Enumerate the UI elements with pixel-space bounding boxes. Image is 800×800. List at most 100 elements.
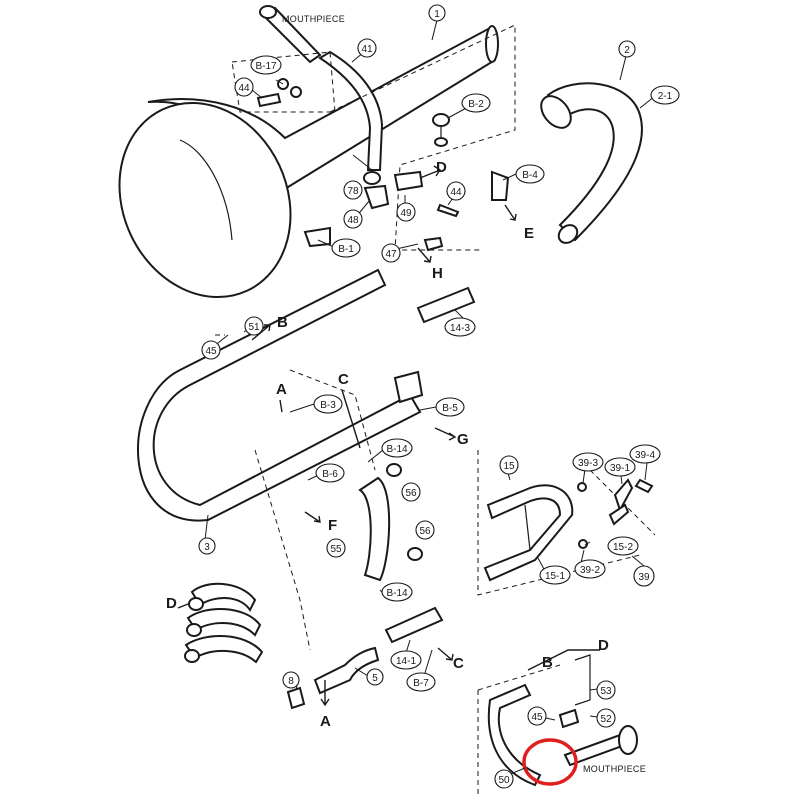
parts-39-group [577, 478, 654, 549]
svg-text:5: 5 [372, 673, 378, 684]
svg-text:14-1: 14-1 [396, 656, 416, 667]
callout-p39-1: 39-1 [604, 457, 636, 477]
slide-55 [358, 476, 391, 582]
svg-text:39-1: 39-1 [610, 463, 630, 474]
callout-p39: 39 [633, 565, 655, 587]
callout-p39-3: 39-3 [572, 452, 604, 472]
svg-text:39-2: 39-2 [580, 565, 600, 576]
callout-p47: 47 [381, 243, 401, 263]
callout-p2-1: 2-1 [650, 85, 680, 105]
letter-g: G [457, 431, 469, 448]
cap-56-lower [407, 547, 423, 561]
letter-d-left: D [166, 595, 177, 612]
svg-text:49: 49 [400, 208, 412, 219]
letter-f: F [328, 517, 337, 534]
callout-p45b: 45 [527, 706, 547, 726]
svg-text:39-4: 39-4 [635, 450, 655, 461]
callout-p3: 3 [198, 537, 216, 555]
callout-p48: 48 [343, 209, 363, 229]
callout-p2: 2 [618, 40, 636, 58]
svg-text:B-4: B-4 [522, 170, 538, 181]
svg-text:B-3: B-3 [320, 400, 336, 411]
svg-text:44: 44 [450, 187, 462, 198]
svg-text:39-3: 39-3 [578, 458, 598, 469]
callout-p1: 1 [428, 4, 446, 22]
callout-p50: 50 [494, 769, 514, 789]
svg-text:B-14: B-14 [386, 444, 408, 455]
callout-b7: B-7 [406, 672, 436, 692]
tube-14-1 [384, 606, 444, 644]
svg-text:56: 56 [419, 526, 431, 537]
callout-p45a: 45 [201, 340, 221, 360]
small-parts-cluster-top [256, 78, 510, 252]
callout-p78: 78 [343, 180, 363, 200]
callout-p15-2: 15-2 [607, 536, 639, 556]
callout-p39-2: 39-2 [574, 559, 606, 579]
callout-p49: 49 [396, 202, 416, 222]
letter-d-top: D [436, 159, 447, 176]
leadpipe-assembly-bottom [477, 654, 638, 795]
svg-text:50: 50 [498, 775, 510, 786]
letter-a-upper: A [276, 381, 287, 398]
svg-text:39: 39 [638, 572, 650, 583]
callout-p53: 53 [596, 680, 616, 700]
callout-p5: 5 [366, 668, 384, 686]
callout-p44a: 44 [234, 77, 254, 97]
callout-b4: B-4 [515, 164, 545, 184]
svg-text:47: 47 [385, 249, 397, 260]
svg-text:B-17: B-17 [255, 61, 277, 72]
callout-p51: 51 [244, 316, 264, 336]
svg-text:3: 3 [204, 542, 210, 553]
letter-c-lower: C [453, 655, 464, 672]
svg-text:41: 41 [361, 44, 373, 55]
tube-5 [313, 646, 380, 695]
letter-e: E [524, 225, 534, 242]
callout-p56b: 56 [415, 520, 435, 540]
svg-text:56: 56 [405, 488, 417, 499]
callout-p52: 52 [596, 708, 616, 728]
letter-c-upper: C [338, 371, 349, 388]
svg-text:48: 48 [347, 215, 359, 226]
callout-b3: B-3 [313, 394, 343, 414]
svg-text:78: 78 [347, 186, 359, 197]
callout-p8: 8 [282, 671, 300, 689]
svg-text:B-6: B-6 [322, 469, 338, 480]
dashed-outline-middle [215, 334, 376, 651]
svg-text:B-7: B-7 [413, 678, 429, 689]
svg-text:45: 45 [531, 712, 543, 723]
top-mouthpiece [259, 5, 322, 64]
callout-b2: B-2 [461, 93, 491, 113]
svg-text:2-1: 2-1 [658, 91, 673, 102]
svg-text:B-1: B-1 [338, 244, 354, 255]
callout-b1: B-1 [331, 238, 361, 258]
callout-p44b: 44 [446, 181, 466, 201]
svg-text:8: 8 [288, 676, 294, 687]
svg-text:44: 44 [238, 83, 250, 94]
direction-arrows [177, 165, 600, 707]
callout-p14-1: 14-1 [390, 650, 422, 670]
callout-p15: 15 [499, 455, 519, 475]
callout-p41: 41 [357, 38, 377, 58]
callout-b6: B-6 [315, 463, 345, 483]
label-mouthpiece-top: MOUTHPIECE [282, 14, 345, 24]
dashed-outline-tuning [329, 24, 516, 251]
svg-text:2: 2 [624, 45, 630, 56]
svg-text:52: 52 [600, 714, 612, 725]
valve-tubes-cluster-d [184, 582, 264, 664]
svg-text:15-2: 15-2 [613, 542, 633, 553]
svg-text:45: 45 [205, 346, 217, 357]
letter-d-lower: D [598, 637, 609, 654]
main-tuning-slide-3 [137, 268, 424, 522]
callout-p39-4: 39-4 [629, 444, 661, 464]
callout-p15-1: 15-1 [539, 565, 571, 585]
cap-56-upper [386, 463, 402, 477]
tuning-crook-2 [540, 82, 643, 244]
label-mouthpiece-bottom: MOUTHPIECE [583, 764, 646, 774]
letter-a-lower: A [320, 713, 331, 730]
callout-p14-3: 14-3 [444, 317, 476, 337]
svg-text:53: 53 [600, 686, 612, 697]
svg-text:55: 55 [330, 544, 342, 555]
callout-b14a: B-14 [381, 438, 413, 458]
svg-text:15-1: 15-1 [545, 571, 565, 582]
